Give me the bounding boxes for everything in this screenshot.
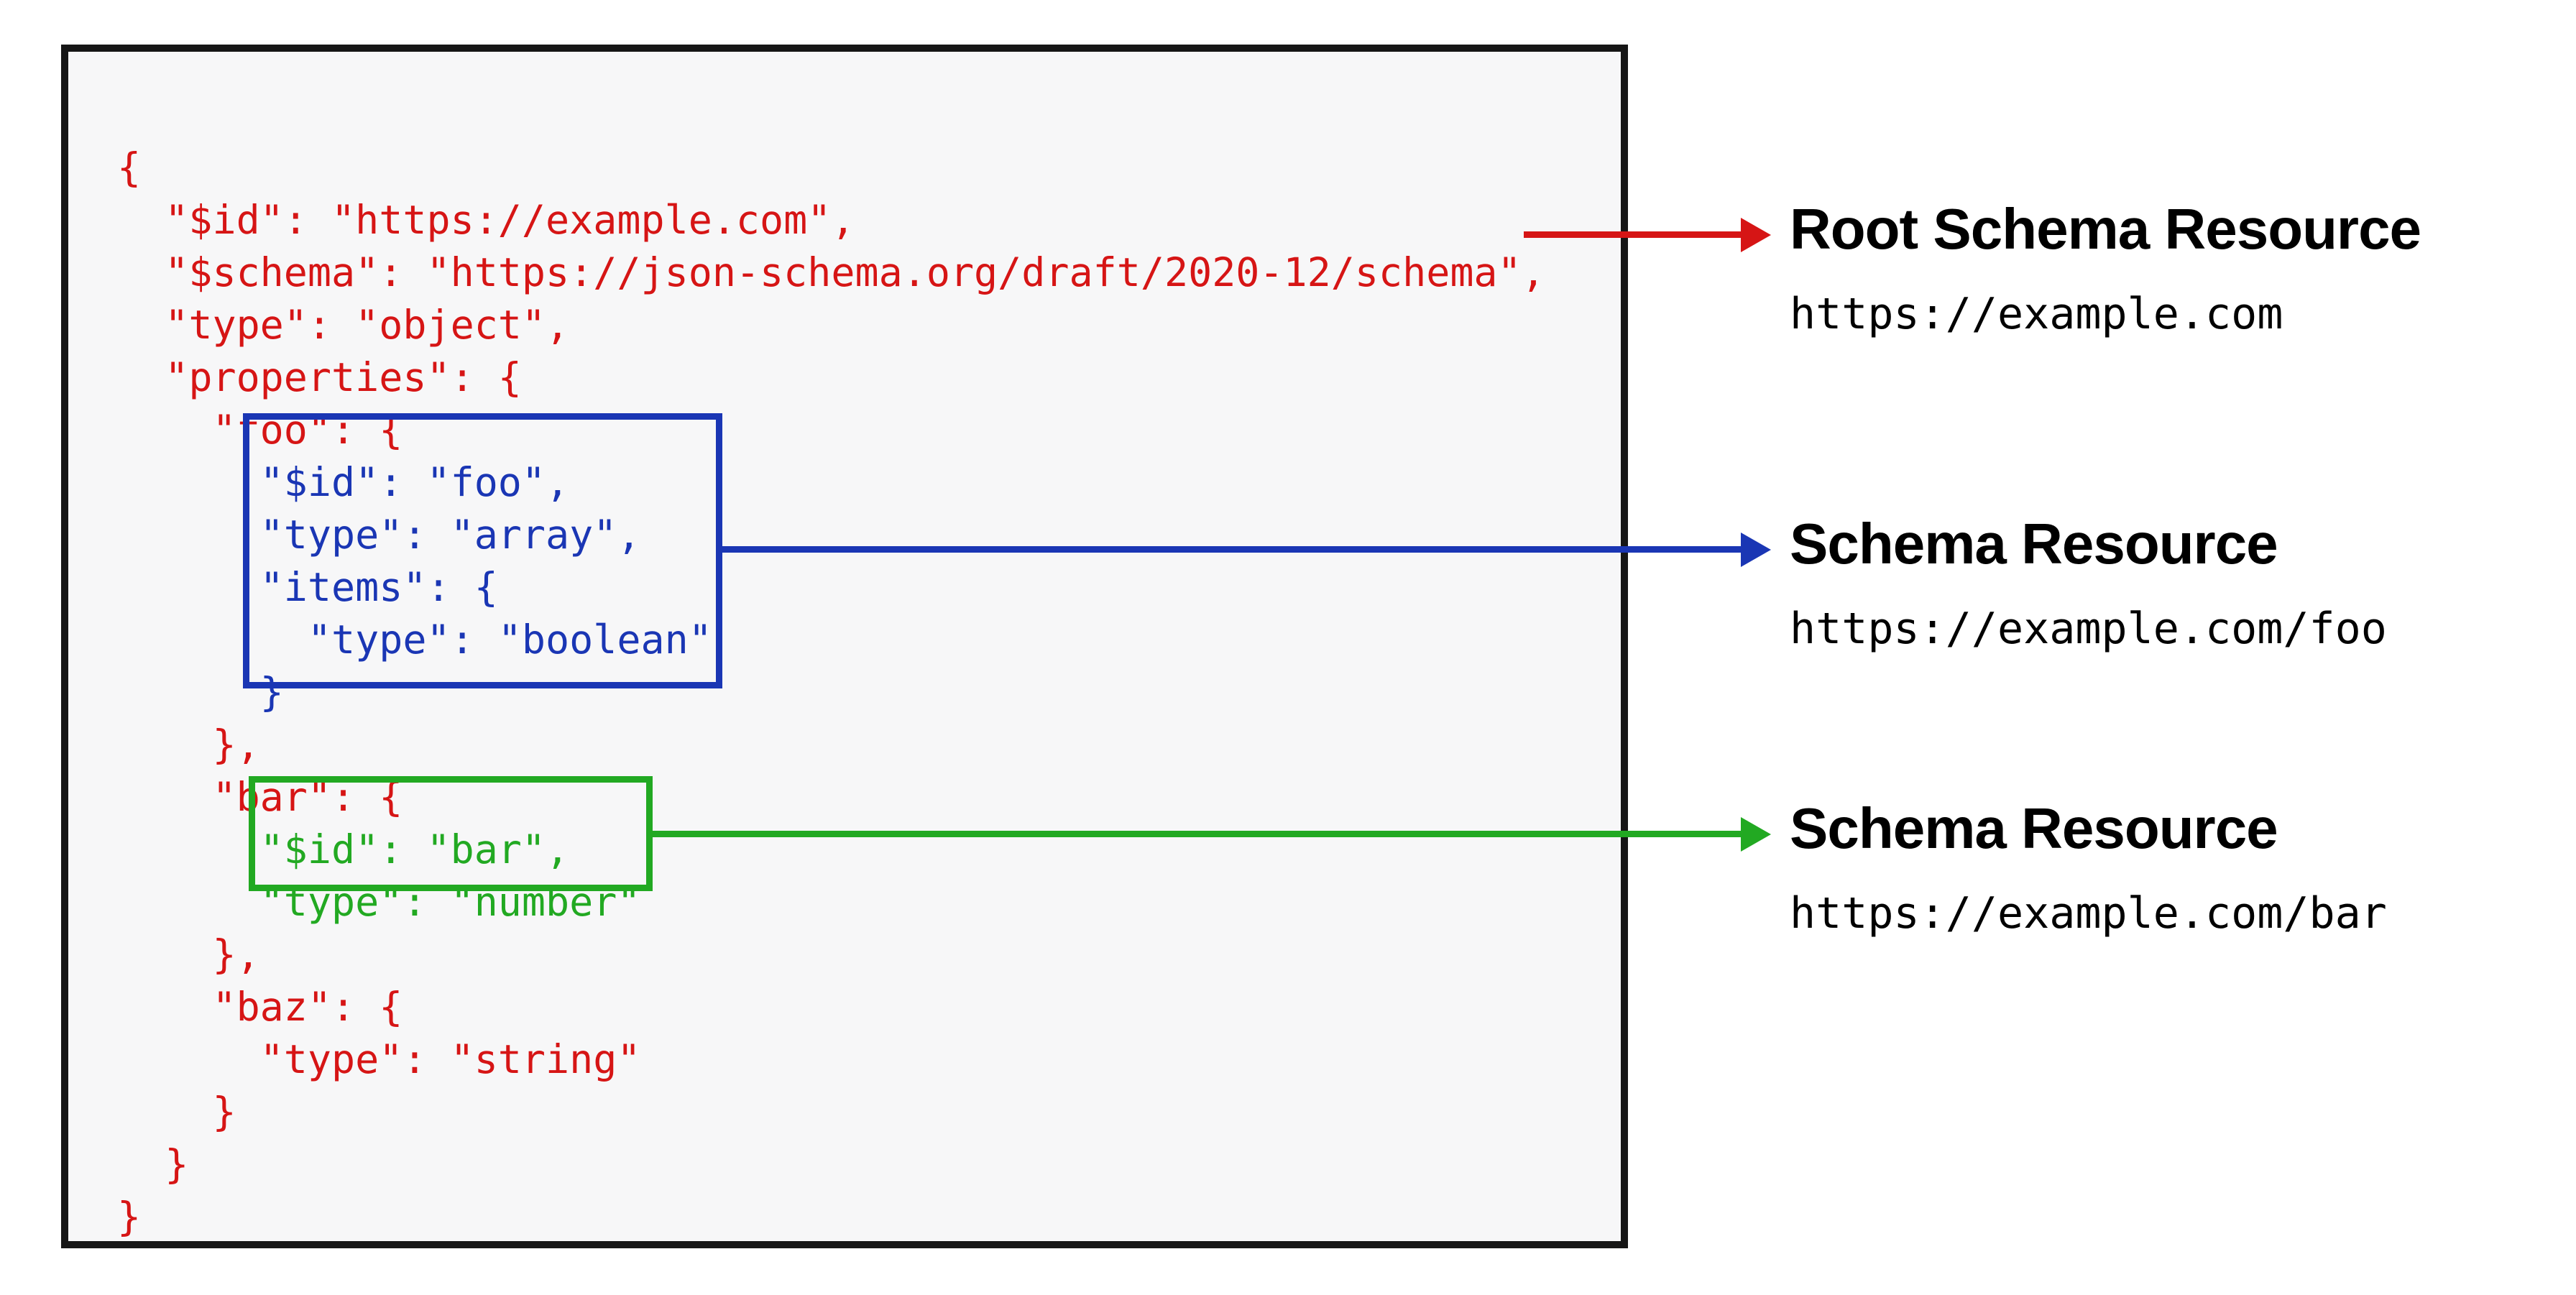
code-line: },	[117, 722, 260, 768]
schema-panel-frame	[61, 45, 1628, 1248]
code-line: }	[117, 669, 284, 715]
annotation-title: Schema Resource	[1790, 796, 2278, 860]
annotation-bar-schema-resource: Schema Resource https://example.com/bar	[1790, 796, 2387, 939]
code-line: },	[117, 931, 260, 977]
foo-schema-resource-box	[243, 413, 722, 688]
bar-schema-resource-box	[249, 776, 653, 891]
code-line: "type": "array",	[117, 512, 641, 558]
code-line: "properties": {	[117, 354, 522, 400]
code-line: {	[117, 144, 142, 190]
annotation-title: Schema Resource	[1790, 512, 2278, 576]
annotation-url: https://example.com/foo	[1790, 604, 2387, 654]
annotation-root-schema-resource: Root Schema Resource https://example.com	[1790, 197, 2421, 339]
root-schema-arrow-line	[1524, 231, 1741, 238]
annotation-title: Root Schema Resource	[1790, 197, 2421, 261]
code-line: "type": "boolean"	[117, 617, 712, 663]
code-line: }	[117, 1141, 189, 1187]
foo-schema-arrowhead-icon	[1741, 533, 1771, 567]
code-line: }	[117, 1089, 236, 1135]
annotation-url: https://example.com	[1790, 289, 2283, 339]
foo-schema-arrow-line	[722, 546, 1741, 553]
annotation-foo-schema-resource: Schema Resource https://example.com/foo	[1790, 512, 2387, 654]
code-line: "items": {	[117, 564, 498, 610]
bar-schema-arrow-line	[653, 831, 1741, 837]
annotation-url: https://example.com/bar	[1790, 888, 2387, 939]
code-line: }	[117, 1194, 142, 1240]
code-line: "$schema": "https://json-schema.org/draf…	[117, 249, 1545, 295]
root-schema-arrowhead-icon	[1741, 218, 1771, 252]
bar-schema-arrowhead-icon	[1741, 817, 1771, 852]
code-line: "$id": "bar",	[117, 826, 570, 872]
json-schema-code: { "$id": "https://example.com", "$schema…	[117, 142, 1545, 1243]
code-line: "type": "string"	[117, 1036, 641, 1082]
code-line: "$id": "https://example.com",	[117, 197, 855, 243]
code-line: "type": "object",	[117, 302, 570, 348]
code-line: "baz": {	[117, 984, 403, 1030]
code-line: "$id": "foo",	[117, 459, 570, 505]
